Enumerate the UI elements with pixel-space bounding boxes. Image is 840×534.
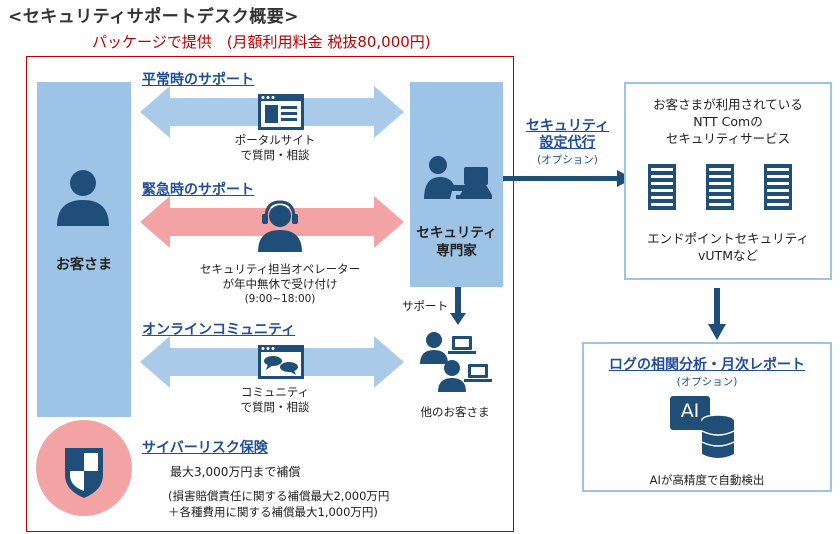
other-customers-icon <box>420 332 492 392</box>
insurance-detail-line1: (損害賠償責任に関する補償最大2,000万円 <box>168 489 390 503</box>
report-option-note: (オプション) <box>676 376 738 388</box>
community-title: オンラインコミュニティ <box>142 322 296 338</box>
report-caption: AIが高精度で自動検出 <box>649 473 765 487</box>
security-setting-title-line1: セキュリティ <box>525 118 610 134</box>
other-customers-label: 他のお客さま <box>420 405 490 419</box>
services-vutm-line: vUTMなど <box>698 248 758 263</box>
page-title: <セキュリティサポートデスク概要> <box>8 7 299 27</box>
emergency-support-caption-line2: が年中無休で受け付け <box>222 277 338 291</box>
emergency-support-title: 緊急時のサポート <box>142 182 254 198</box>
expert-label-line2: 専門家 <box>436 243 477 259</box>
services-endpoint-line: エンドポイントセキュリティ <box>647 231 809 246</box>
insurance-title: サイバーリスク保険 <box>142 440 268 456</box>
normal-support-caption-line1: ポータルサイト <box>234 133 316 147</box>
support-down-arrow <box>450 287 466 325</box>
support-label: サポート <box>402 299 448 313</box>
server-icon-2 <box>706 164 734 210</box>
customer-person-icon <box>57 170 109 226</box>
normal-support-caption-line2: で質問・相談 <box>240 148 310 162</box>
server-icon-1 <box>648 164 676 210</box>
insurance-detail-line2: ＋各種費用に関する補償最大1,000万円) <box>168 505 378 519</box>
package-frame <box>26 56 514 532</box>
community-caption-line2: で質問・相談 <box>240 400 310 414</box>
expert-label-line1: セキュリティ <box>416 225 497 241</box>
community-chat-icon <box>258 345 304 379</box>
database-icon <box>701 414 735 458</box>
insurance-max-coverage: 最大3,000万円まで補償 <box>170 465 301 479</box>
customer-label: お客さま <box>56 257 112 273</box>
services-line3: セキュリティサービス <box>665 131 791 146</box>
report-down-arrow <box>708 288 726 340</box>
ai-badge-label: AI <box>680 400 700 422</box>
services-line1: お客さまが利用されている <box>653 97 803 112</box>
security-setting-option-note: (オプション) <box>537 154 598 166</box>
emergency-support-caption-hours: (9:00~18:00) <box>244 293 316 305</box>
expert-laptop-icon <box>424 156 492 199</box>
server-icon-3 <box>764 164 792 210</box>
security-setting-title-line2: 設定代行 <box>539 135 596 151</box>
services-line2: NTT Comの <box>693 114 763 129</box>
community-caption-line1: コミュニティ <box>240 385 310 399</box>
portal-site-icon <box>258 94 304 130</box>
package-price-note: パッケージで提供 (月額利用料金 税抜80,000円) <box>92 33 431 51</box>
expert-column <box>410 82 503 287</box>
emergency-support-caption-line1: セキュリティ担当オペレーター <box>199 262 361 276</box>
security-setting-arrow <box>503 170 633 187</box>
customer-column <box>37 82 131 417</box>
report-title: ログの相関分析・月次レポート <box>609 357 805 373</box>
operator-headset-icon <box>258 200 302 252</box>
normal-support-title: 平常時のサポート <box>142 72 254 88</box>
insurance-shield-icon <box>36 420 132 516</box>
